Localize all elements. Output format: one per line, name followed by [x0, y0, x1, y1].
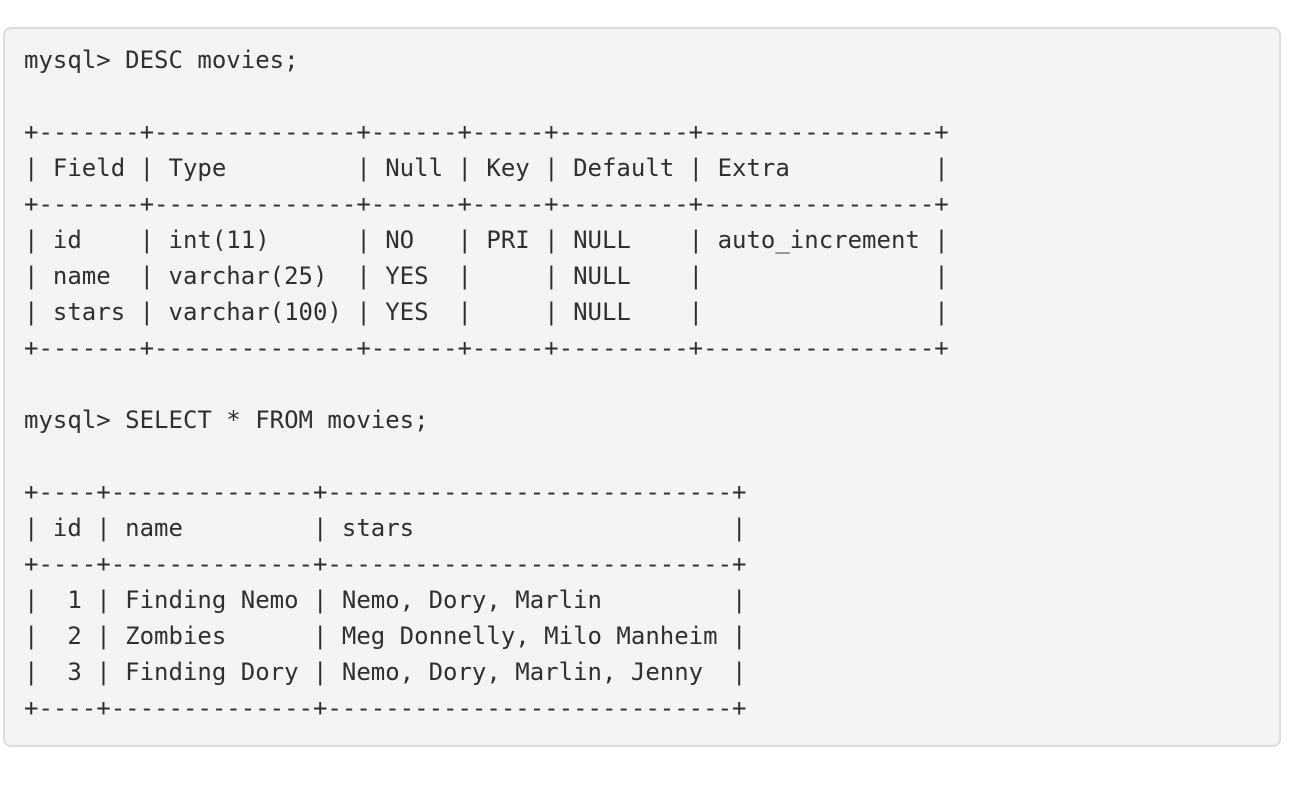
- blank-line: [24, 438, 1279, 474]
- table-border: +----+--------------+-------------------…: [24, 550, 747, 578]
- table-header-row: | Field | Type | Null | Key | Default | …: [24, 154, 949, 182]
- blank-line: [24, 366, 1279, 402]
- table-border: +----+--------------+-------------------…: [24, 694, 747, 722]
- table-border: +-------+--------------+------+-----+---…: [24, 190, 949, 218]
- terminal-output: mysql> DESC movies; +-------+------------…: [24, 42, 1279, 726]
- table-border: +-------+--------------+------+-----+---…: [24, 118, 949, 146]
- table-row: | stars | varchar(100) | YES | | NULL | …: [24, 298, 949, 326]
- table-header-row: | id | name | stars |: [24, 514, 747, 542]
- table-border: +----+--------------+-------------------…: [24, 478, 747, 506]
- command-line-desc: mysql> DESC movies;: [24, 46, 299, 74]
- table-border: +-------+--------------+------+-----+---…: [24, 334, 949, 362]
- table-row: | 1 | Finding Nemo | Nemo, Dory, Marlin …: [24, 586, 747, 614]
- table-row: | 3 | Finding Dory | Nemo, Dory, Marlin,…: [24, 658, 747, 686]
- code-block: mysql> DESC movies; +-------+------------…: [3, 27, 1281, 747]
- table-row: | id | int(11) | NO | PRI | NULL | auto_…: [24, 226, 949, 254]
- command-line-select: mysql> SELECT * FROM movies;: [24, 406, 429, 434]
- table-row: | name | varchar(25) | YES | | NULL | |: [24, 262, 949, 290]
- blank-line: [24, 78, 1279, 114]
- table-row: | 2 | Zombies | Meg Donnelly, Milo Manhe…: [24, 622, 747, 650]
